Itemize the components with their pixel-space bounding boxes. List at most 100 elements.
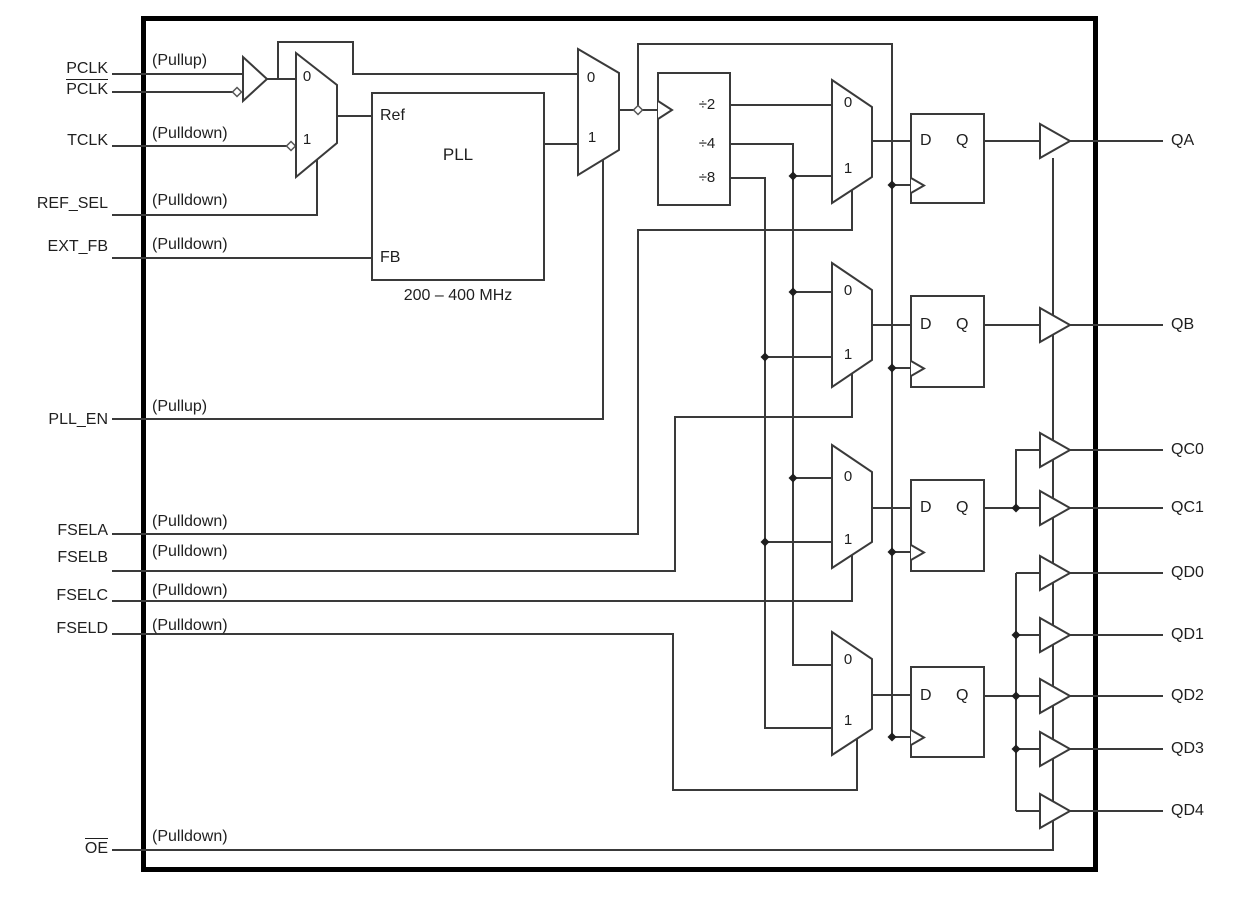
wire-fsela [112, 190, 853, 535]
dff-b-d-label: D [920, 316, 932, 333]
pull-annotation-ref-sel: (Pulldown) [152, 192, 228, 209]
pull-annotation-pclk: (Pullup) [152, 52, 208, 69]
mux-ref-select [295, 50, 338, 180]
wire-ref-sel [112, 160, 318, 216]
pull-annotation-fsela: (Pulldown) [152, 513, 228, 530]
mux-ref-in1-label: 1 [302, 131, 312, 148]
input-label-fselc: FSELC [56, 587, 108, 604]
mux-pll-in1-label: 1 [587, 129, 597, 146]
pull-annotation-fselc: (Pulldown) [152, 582, 228, 599]
mux-b-in1-label: 1 [843, 346, 853, 363]
output-label-qa: QA [1171, 132, 1195, 149]
output-label-qb: QB [1171, 316, 1195, 333]
wire-pll-en [112, 160, 604, 420]
wire-qc [984, 449, 1163, 509]
mux-a-in0-label: 0 [843, 94, 853, 111]
input-label-oe: OE [84, 838, 108, 857]
divider-div4-label: ÷4 [698, 135, 716, 152]
wire-oe-enable [112, 158, 1054, 851]
input-pin-markers [231, 86, 644, 152]
divider-div8-label: ÷8 [698, 169, 716, 186]
output-label-qd2: QD2 [1171, 687, 1204, 704]
wire-fseld [112, 633, 858, 791]
output-buffer-qa [1039, 122, 1073, 160]
pll-ref-port-label: Ref [380, 107, 405, 124]
chip-boundary [141, 16, 1098, 872]
mux-d-in1-label: 1 [843, 712, 853, 729]
junction-dots [760, 171, 1021, 754]
wire-div8 [730, 177, 832, 729]
output-buffer-qd0 [1039, 554, 1073, 592]
mux-bank-b [831, 261, 873, 389]
divider-clock-icon [657, 100, 674, 120]
pull-annotation-ext-fb: (Pulldown) [152, 236, 228, 253]
input-label-ref-sel: REF_SEL [36, 195, 108, 212]
pll-frequency-range: 200 – 400 MHz [403, 287, 513, 304]
mux-bank-c [831, 443, 873, 570]
input-label-pll-en: PLL_EN [48, 411, 108, 428]
dff-c-d-label: D [920, 499, 932, 516]
output-buffer-qd1 [1039, 616, 1073, 654]
dff-d-d-label: D [920, 687, 932, 704]
dff-b-q-label: Q [956, 316, 969, 333]
mux-c-in0-label: 0 [843, 468, 853, 485]
dff-c-q-label: Q [956, 499, 969, 516]
output-label-qd0: QD0 [1171, 564, 1204, 581]
pll-block [371, 92, 545, 281]
pull-annotation-tclk: (Pulldown) [152, 125, 228, 142]
mux-c-in1-label: 1 [843, 531, 853, 548]
mux-d-in0-label: 0 [843, 651, 853, 668]
output-buffer-qc1 [1039, 489, 1073, 527]
wire-fselb [112, 374, 853, 572]
input-label-fseld: FSELD [56, 620, 108, 637]
wire-clock-distribution [637, 43, 893, 737]
mux-pll-in0-label: 0 [586, 69, 596, 86]
output-label-qc0: QC0 [1171, 441, 1204, 458]
mux-b-in0-label: 0 [843, 282, 853, 299]
output-buffer-qd2 [1039, 677, 1073, 715]
dff-a [910, 113, 985, 204]
dff-c [910, 479, 985, 572]
output-label-qd1: QD1 [1171, 626, 1204, 643]
wire-div4 [730, 143, 832, 666]
output-buffer-qb [1039, 306, 1073, 344]
output-buffer-qd3 [1039, 730, 1073, 768]
output-label-qd3: QD3 [1171, 740, 1204, 757]
dff-b [910, 295, 985, 388]
dff-d-q-label: Q [956, 687, 969, 704]
pll-label: PLL [442, 145, 474, 164]
input-label-tclk: TCLK [67, 132, 108, 149]
output-label-qd4: QD4 [1171, 802, 1204, 819]
input-label-fsela: FSELA [57, 522, 108, 539]
dff-c-clock-icon [910, 544, 927, 561]
mux-bank-d [831, 630, 873, 757]
input-label-fselb: FSELB [57, 549, 108, 566]
mux-pll-enable [577, 47, 620, 177]
dff-a-clock-icon [910, 177, 927, 194]
wire-qd [984, 572, 1163, 812]
input-buffer-triangle [242, 54, 269, 104]
dff-a-d-label: D [920, 132, 932, 149]
pull-annotation-fseld: (Pulldown) [152, 617, 228, 634]
pll-fb-port-label: FB [380, 249, 401, 266]
input-label-ext-fb: EXT_FB [47, 238, 108, 255]
output-buffer-qd4 [1039, 792, 1073, 830]
output-buffer-qc0 [1039, 431, 1073, 469]
divider-div2-label: ÷2 [698, 96, 716, 113]
output-label-qc1: QC1 [1171, 499, 1204, 516]
pull-annotation-oe: (Pulldown) [152, 828, 228, 845]
dff-b-clock-icon [910, 360, 927, 377]
mux-ref-in0-label: 0 [302, 68, 312, 85]
dff-a-q-label: Q [956, 132, 969, 149]
pull-annotation-pll-en: (Pullup) [152, 398, 208, 415]
dff-d [910, 666, 985, 758]
divider-block [657, 72, 731, 206]
input-label-pclk-b: PCLK [66, 79, 108, 98]
wire-dff-clock-stubs [892, 184, 911, 738]
input-label-pclk: PCLK [66, 60, 108, 77]
wire-pll-bypass [277, 41, 578, 79]
mux-a-in1-label: 1 [843, 160, 853, 177]
mux-bank-a [831, 78, 873, 205]
